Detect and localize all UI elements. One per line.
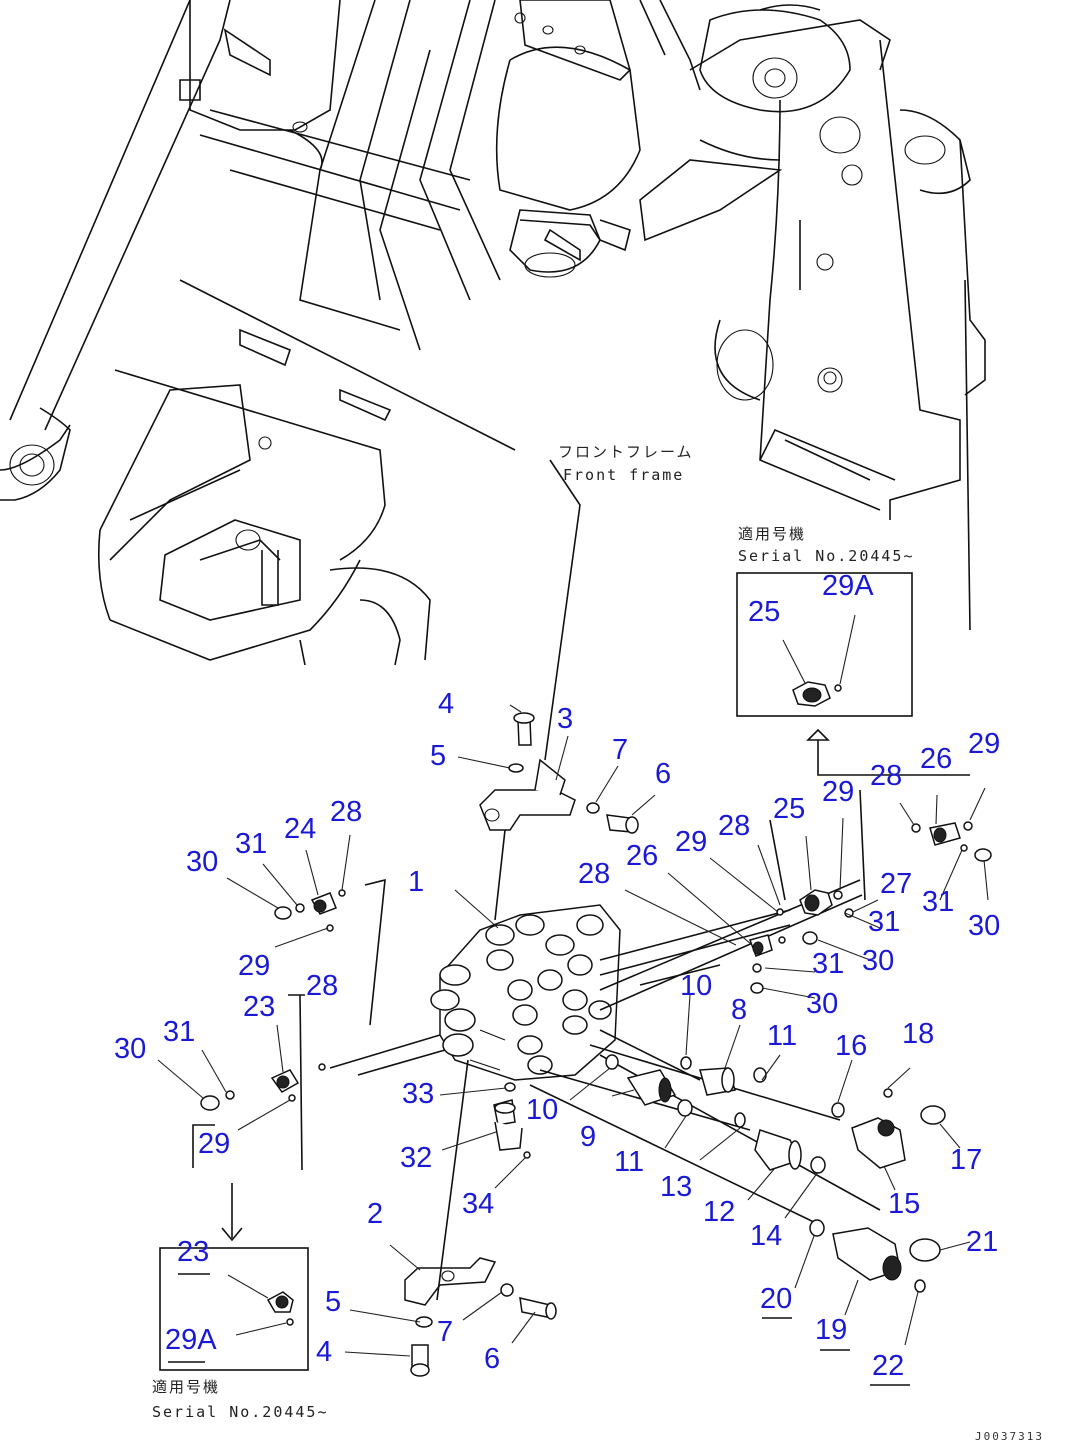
callout-31[interactable]: 31 bbox=[868, 906, 901, 938]
inset-box-upper bbox=[736, 572, 970, 776]
callout-4[interactable]: 4 bbox=[316, 1336, 333, 1368]
callout-28[interactable]: 28 bbox=[306, 970, 339, 1002]
callout-30[interactable]: 30 bbox=[862, 945, 895, 977]
callout-6[interactable]: 6 bbox=[484, 1343, 501, 1375]
callout-31[interactable]: 31 bbox=[922, 886, 955, 918]
callout-30[interactable]: 30 bbox=[186, 846, 219, 878]
callout-7[interactable]: 7 bbox=[437, 1316, 454, 1348]
applicable-label-bottom: 適用号機 bbox=[152, 1378, 221, 1396]
fittings-left bbox=[157, 834, 499, 1131]
serial-label-bottom: Serial No.20445~ bbox=[152, 1403, 329, 1421]
control-valve-assembly bbox=[430, 904, 621, 1081]
callout-29[interactable]: 29 bbox=[198, 1128, 231, 1160]
callout-30[interactable]: 30 bbox=[114, 1033, 147, 1065]
callout-30[interactable]: 30 bbox=[968, 910, 1001, 942]
label-underlines bbox=[168, 1273, 910, 1386]
callout-16[interactable]: 16 bbox=[835, 1030, 868, 1062]
callout-4[interactable]: 4 bbox=[438, 688, 455, 720]
callout-5[interactable]: 5 bbox=[430, 740, 447, 772]
callout-8[interactable]: 8 bbox=[731, 994, 748, 1026]
callout-33[interactable]: 33 bbox=[402, 1078, 435, 1110]
callout-17[interactable]: 17 bbox=[950, 1144, 983, 1176]
callout-28[interactable]: 28 bbox=[330, 796, 363, 828]
callout-14[interactable]: 14 bbox=[750, 1220, 783, 1252]
callout-23[interactable]: 23 bbox=[177, 1236, 210, 1268]
callout-29[interactable]: 29 bbox=[822, 776, 855, 808]
front-frame-label-jp: フロントフレーム bbox=[558, 443, 694, 461]
callout-27[interactable]: 27 bbox=[880, 868, 913, 900]
callout-29A[interactable]: 29A bbox=[165, 1324, 217, 1356]
callout-31[interactable]: 31 bbox=[235, 828, 268, 860]
valve-components-lower bbox=[439, 994, 971, 1346]
callout-29[interactable]: 29 bbox=[238, 950, 271, 982]
callout-5[interactable]: 5 bbox=[325, 1286, 342, 1318]
callout-29A[interactable]: 29A bbox=[822, 570, 874, 602]
inset-box-lower bbox=[159, 1124, 309, 1371]
callout-28[interactable]: 28 bbox=[718, 810, 751, 842]
callout-7[interactable]: 7 bbox=[612, 734, 629, 766]
callout-32[interactable]: 32 bbox=[400, 1142, 433, 1174]
callout-31[interactable]: 31 bbox=[812, 948, 845, 980]
callout-30[interactable]: 30 bbox=[806, 988, 839, 1020]
callout-1[interactable]: 1 bbox=[408, 866, 425, 898]
callout-9[interactable]: 9 bbox=[580, 1121, 597, 1153]
callout-25[interactable]: 25 bbox=[748, 596, 781, 628]
fittings-right bbox=[624, 787, 992, 999]
callout-10[interactable]: 10 bbox=[680, 970, 713, 1002]
callout-11[interactable]: 11 bbox=[767, 1020, 798, 1052]
callout-31[interactable]: 31 bbox=[163, 1016, 196, 1048]
callout-2[interactable]: 2 bbox=[367, 1198, 384, 1230]
callout-25[interactable]: 25 bbox=[773, 793, 806, 825]
document-number: J0037313 bbox=[975, 1430, 1044, 1443]
bracket-upper bbox=[457, 704, 656, 834]
callout-26[interactable]: 26 bbox=[626, 840, 659, 872]
callout-28[interactable]: 28 bbox=[870, 760, 903, 792]
callout-22[interactable]: 22 bbox=[872, 1350, 905, 1382]
callout-3[interactable]: 3 bbox=[557, 703, 574, 735]
callout-34[interactable]: 34 bbox=[462, 1188, 495, 1220]
callout-6[interactable]: 6 bbox=[655, 758, 672, 790]
front-frame-label-en: Front frame bbox=[563, 466, 685, 484]
callout-29[interactable]: 29 bbox=[675, 826, 708, 858]
callout-19[interactable]: 19 bbox=[815, 1314, 848, 1346]
callout-29[interactable]: 29 bbox=[968, 728, 1001, 760]
callout-21[interactable]: 21 bbox=[966, 1226, 999, 1258]
callout-12[interactable]: 12 bbox=[703, 1196, 736, 1228]
callout-23[interactable]: 23 bbox=[243, 991, 276, 1023]
bracket-lower bbox=[344, 1244, 557, 1377]
callout-28[interactable]: 28 bbox=[578, 858, 611, 890]
front-frame-drawing bbox=[0, 0, 986, 666]
callout-26[interactable]: 26 bbox=[920, 743, 953, 775]
callout-20[interactable]: 20 bbox=[760, 1283, 793, 1315]
applicable-label-top: 適用号機 bbox=[738, 525, 807, 543]
callout-11[interactable]: 11 bbox=[614, 1146, 645, 1178]
callout-13[interactable]: 13 bbox=[660, 1171, 693, 1203]
callout-24[interactable]: 24 bbox=[284, 813, 317, 845]
callout-18[interactable]: 18 bbox=[902, 1018, 935, 1050]
serial-label-top: Serial No.20445~ bbox=[738, 547, 915, 565]
callout-15[interactable]: 15 bbox=[888, 1188, 921, 1220]
callout-10[interactable]: 10 bbox=[526, 1094, 559, 1126]
